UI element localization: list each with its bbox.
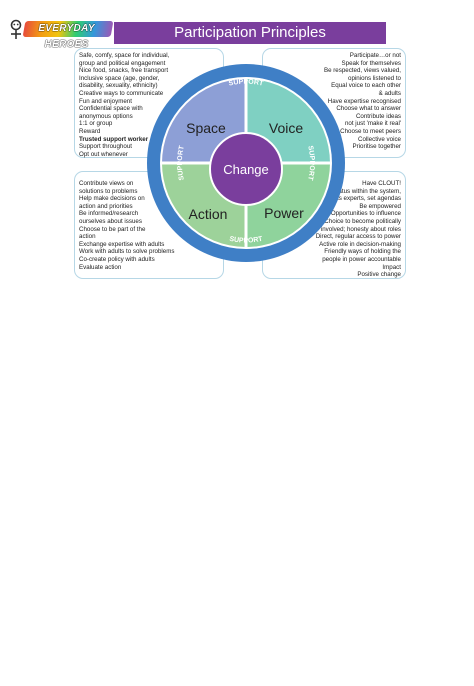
title-bar: Participation Principles (114, 22, 386, 44)
space-line: Nice food, snacks, free transport (79, 67, 169, 75)
voice-line: Contribute ideas (355, 112, 401, 120)
action-line: Work with adults to solve problems (79, 248, 175, 256)
power-line: Friendly ways of holding the (324, 248, 401, 256)
action-line: action and priorities (79, 202, 133, 210)
space-line: Opt out whenever (79, 150, 128, 158)
quadrant-label-space: Space (186, 120, 226, 136)
voice-line: Prioritise together (352, 143, 402, 151)
space-line: Reward (79, 127, 101, 135)
voice-line: Have expertise recognised (327, 97, 401, 105)
center-label-change: Change (223, 162, 269, 177)
power-line: Positive change (357, 271, 401, 279)
voice-line: Participate…or not (349, 52, 401, 59)
power-line: Be empowered (359, 202, 401, 210)
power-line: Opportunities to influence (330, 210, 401, 218)
ring-label-top: SUPPORT (228, 79, 264, 88)
voice-line: Collective voice (358, 135, 401, 143)
voice-line: & adults (378, 89, 401, 97)
space-line: 1:1 or group (79, 120, 113, 128)
voice-line: Choose to meet peers (340, 127, 401, 135)
power-line: Status within the system, (332, 187, 401, 195)
voice-line: Be respected, views valued, (323, 67, 401, 75)
power-line: Choice to become politically (324, 217, 401, 225)
space-line: Trusted support worker (79, 135, 149, 143)
voice-line: Speak for themselves (341, 59, 402, 67)
participation-wheel: Space Voice Action Power Change SUPPORT … (147, 64, 345, 262)
action-line: ourselves about issues (79, 217, 142, 225)
space-line: group and political engagement (79, 59, 166, 67)
everyday-heroes-logo: EVERYDAY HEROES (6, 17, 114, 50)
action-line: Help make decisions on (79, 195, 145, 203)
action-line: Exchange expertise with adults (79, 240, 165, 248)
power-line: as experts, set agendas (335, 195, 401, 203)
power-line: Direct, regular access to power (315, 233, 401, 241)
page-title: Participation Principles (174, 24, 326, 41)
quadrant-label-voice: Voice (269, 120, 303, 136)
power-line: Active role in decision-making (319, 240, 401, 248)
voice-line: Choose what to answer (336, 105, 401, 113)
space-line: Confidential space with (79, 105, 143, 113)
action-line: action (79, 233, 96, 241)
ring-label-right: SUPPORT (306, 145, 315, 181)
voice-line: Equal voice to each other (331, 82, 401, 90)
ring-label-left: SUPPORT (177, 144, 186, 180)
power-line: Impact (382, 263, 401, 271)
change-circle (209, 132, 283, 206)
power-line: people in power accountable (322, 255, 401, 263)
space-line: disability, sexuality, ethnicity) (79, 82, 158, 90)
space-line: Support throughout (79, 143, 132, 151)
power-line: involved; honesty about roles (320, 225, 401, 233)
action-line: Be informed/research (79, 210, 139, 218)
space-line: Safe, comfy, space for individual, (79, 52, 170, 59)
space-line: anonymous options (79, 112, 133, 120)
ring-label-bottom: SUPPORT (229, 236, 264, 245)
power-line: Have CLOUT! (362, 180, 401, 187)
hero-figure-icon (10, 19, 22, 39)
voice-line: not just 'make it real' (344, 120, 401, 128)
quadrant-label-power: Power (264, 205, 304, 221)
space-line: Inclusive space (age, gender, (79, 74, 160, 82)
action-line: Choose to be part of the (79, 225, 146, 233)
action-line: Co-create policy with adults (79, 255, 155, 263)
action-line: solutions to problems (79, 187, 138, 195)
quadrant-label-action: Action (189, 206, 228, 222)
voice-line: opinions listened to (348, 74, 401, 82)
space-line: Creative ways to communicate (79, 89, 164, 97)
action-line: Evaluate action (79, 263, 122, 271)
space-line: Fun and enjoyment (79, 97, 132, 105)
action-line: Contribute views on (79, 180, 134, 187)
